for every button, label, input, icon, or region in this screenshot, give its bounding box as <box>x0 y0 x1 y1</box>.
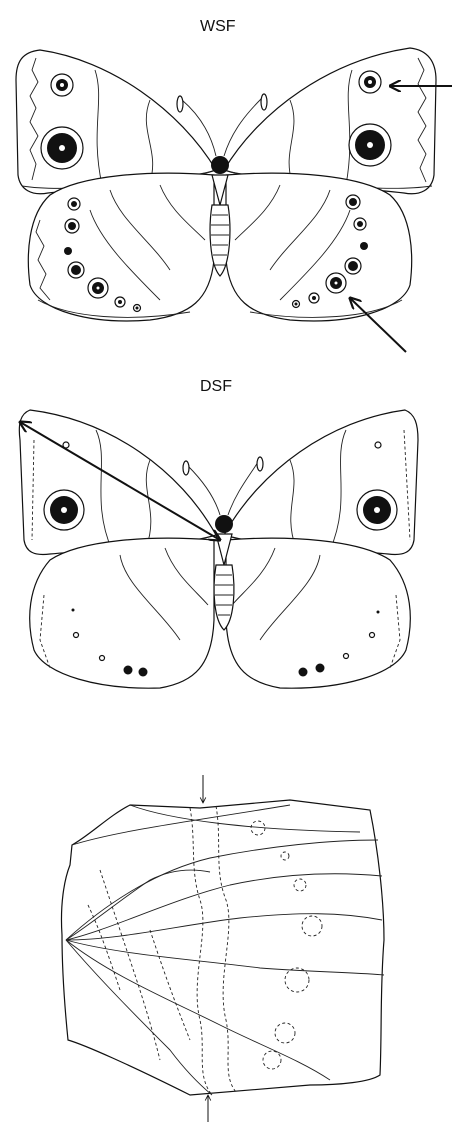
dsf-butterfly <box>19 410 418 688</box>
wsf-right-hindwing <box>226 173 412 321</box>
dsf-left-hindwing <box>30 538 214 688</box>
dsf-left-forewing <box>19 410 216 554</box>
dsf-right-forewing <box>224 410 418 554</box>
wsf-right-forewing <box>224 48 436 194</box>
dsf-right-hindwing <box>226 538 410 688</box>
wsf-left-forewing <box>16 50 216 194</box>
wsf-butterfly <box>16 48 452 352</box>
wing-detail <box>61 775 384 1122</box>
wsf-left-hindwing <box>28 173 214 321</box>
